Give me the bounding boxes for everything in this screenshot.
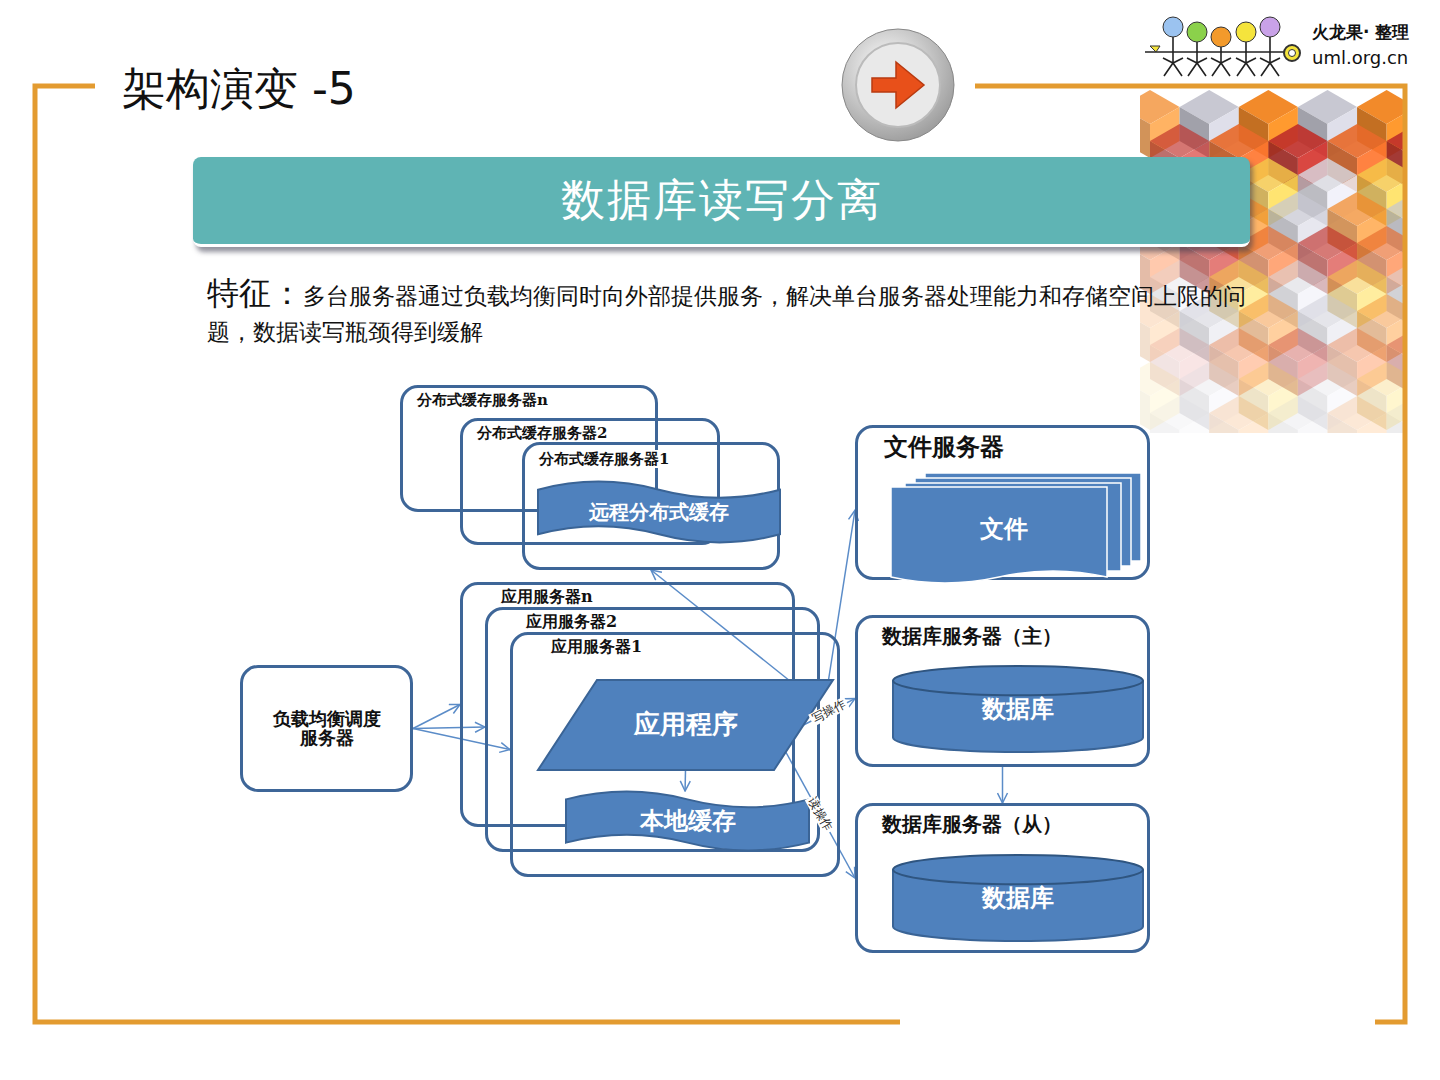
node-label: 数据库 (982, 695, 1054, 724)
cube (1327, 396, 1386, 433)
server-heading: 分布式缓存服务器n (414, 391, 551, 409)
node-label: 数据库 (982, 884, 1054, 913)
cube-pattern (1140, 90, 1403, 433)
cylinder-top (893, 666, 1143, 695)
feature-heading: 特征： (207, 274, 303, 312)
server-box: 应用程序本地缓存 应用服务器1 (510, 632, 840, 877)
logo-text: 火龙果· 整理 (1312, 21, 1409, 44)
server-box: 远程分布式缓存 分布式缓存服务器1 (522, 442, 780, 570)
cube-right (1357, 413, 1387, 433)
server-heading: 应用服务器n (498, 587, 596, 606)
feature-text: 多台服务器通过负载均衡同时向外部提供服务，解决单台服务器处理能力和存储空间上限的… (207, 283, 1246, 345)
node-label: 本地缓存 (640, 807, 736, 836)
figure-head (1211, 27, 1231, 47)
cube (1209, 396, 1268, 433)
slide-title: 架构演变 -5 (122, 60, 356, 119)
next-button (842, 29, 954, 141)
server-box: 文件 文件服务器 (855, 425, 1150, 580)
figure-body (1260, 37, 1280, 76)
connector-arrow (827, 510, 855, 689)
figure-head (1187, 22, 1207, 42)
figure-body (1187, 42, 1207, 76)
cache-body (566, 792, 809, 851)
stick-figure (1187, 22, 1207, 76)
file-stack: 文件 (891, 473, 1143, 581)
logo-ring-hole (1289, 50, 1296, 57)
figure-head (1236, 22, 1256, 42)
cube (1150, 396, 1209, 433)
node-label: 远程分布式缓存 (589, 500, 729, 524)
logo-figures (1145, 17, 1300, 76)
cube-left (1140, 311, 1150, 362)
cube-left (1327, 413, 1357, 433)
button-ring (842, 29, 954, 141)
cache-body (538, 482, 780, 543)
logo-url: uml.org.cn (1312, 47, 1408, 68)
connector-arrow (413, 727, 485, 728)
connector-arrow (684, 770, 686, 791)
database-cylinder: 数据库 (893, 855, 1143, 941)
server-heading: 数据库服务器（从） (879, 812, 1065, 836)
server-heading: 应用服务器1 (548, 637, 645, 656)
logo-line (1145, 51, 1300, 53)
stick-figure (1236, 22, 1256, 76)
cube-left (1140, 379, 1150, 430)
application-shape: 应用程序 (538, 680, 833, 770)
parallelogram (538, 680, 833, 770)
button-face (856, 43, 940, 127)
cube-right (1239, 413, 1269, 433)
title-band: 数据库读写分离 (193, 157, 1250, 247)
stick-figure (1163, 17, 1183, 76)
connector-arrow (1002, 767, 1004, 803)
feature-paragraph: 特征：多台服务器通过负载均衡同时向外部提供服务，解决单台服务器处理能力和存储空间… (207, 270, 1252, 350)
server-heading: 分布式缓存服务器1 (536, 450, 672, 468)
figure-body (1163, 37, 1183, 76)
stick-figure (1260, 17, 1280, 76)
server-heading: 文件服务器 (881, 433, 1007, 462)
node-label: 应用程序 (634, 709, 738, 740)
database-cylinder: 数据库 (893, 666, 1143, 752)
cube-left (1387, 413, 1403, 433)
figure-body (1236, 42, 1256, 76)
cache-shape: 本地缓存 (566, 791, 809, 851)
document-sheet (891, 487, 1107, 583)
logo-ring (1284, 45, 1300, 61)
logo-pencil (1150, 46, 1160, 52)
cube-left (1140, 107, 1150, 158)
arrow-icon (872, 62, 924, 108)
cylinder-top (893, 855, 1143, 884)
server-box: 数据库 数据库服务器（主） (855, 615, 1150, 767)
cube (1387, 396, 1403, 433)
server-heading: 应用服务器2 (523, 612, 620, 631)
cube-right (1298, 413, 1328, 433)
cache-shape: 远程分布式缓存 (538, 481, 780, 543)
cube-left (1150, 413, 1180, 433)
scheduler-box: 负载均衡调度服务器 (240, 665, 413, 792)
figure-head (1260, 17, 1280, 37)
node-label: 文件 (980, 515, 1028, 544)
slide-frame (35, 86, 1405, 1022)
figure-head (1163, 17, 1183, 37)
band-title: 数据库读写分离 (561, 174, 883, 227)
cube-right (1180, 413, 1210, 433)
server-heading: 数据库服务器（主） (879, 624, 1065, 648)
cube-left (1268, 413, 1298, 433)
cube (1268, 396, 1327, 433)
connector-arrow (651, 570, 789, 680)
connector-arrow (413, 705, 460, 729)
node-label: 负载均衡调度服务器 (268, 710, 386, 748)
server-box: 数据库 数据库服务器（从） (855, 803, 1150, 953)
server-heading: 分布式缓存服务器2 (474, 424, 610, 442)
cube-left (1209, 413, 1239, 433)
